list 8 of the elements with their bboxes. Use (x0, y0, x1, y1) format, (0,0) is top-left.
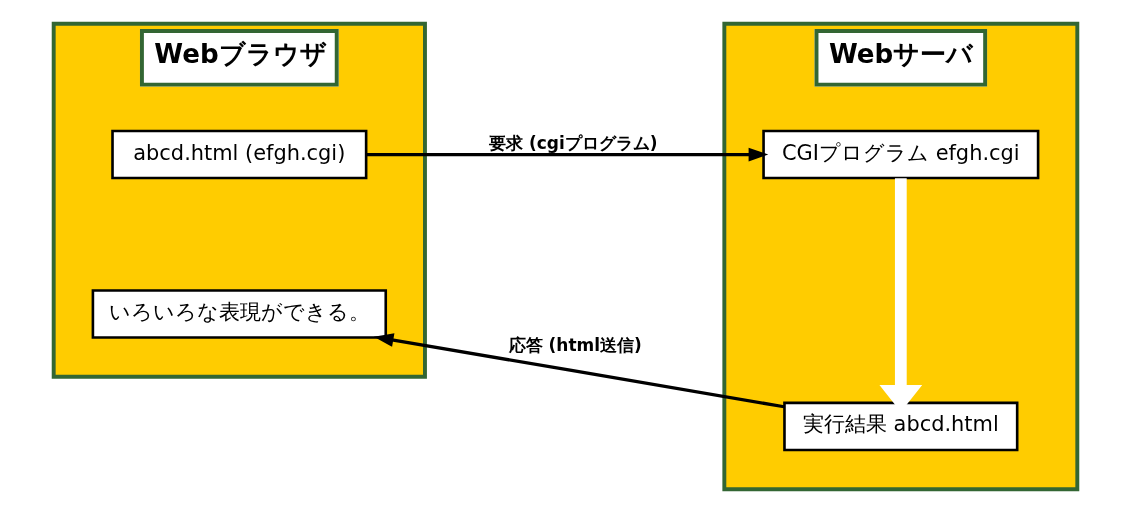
arrow (366, 147, 769, 162)
node-box: 実行結果 abcd.html (783, 401, 1019, 452)
edge-label: 応答 (html送信) (508, 335, 642, 356)
node-box: CGIプログラム efgh.cgi (762, 129, 1040, 180)
node-box: いろいろな表現ができる。 (91, 289, 388, 339)
node-box: abcd.html (efgh.cgi) (111, 129, 368, 180)
arrow (373, 333, 785, 409)
edge-label: 要求 (cgiプログラム) (489, 132, 658, 153)
